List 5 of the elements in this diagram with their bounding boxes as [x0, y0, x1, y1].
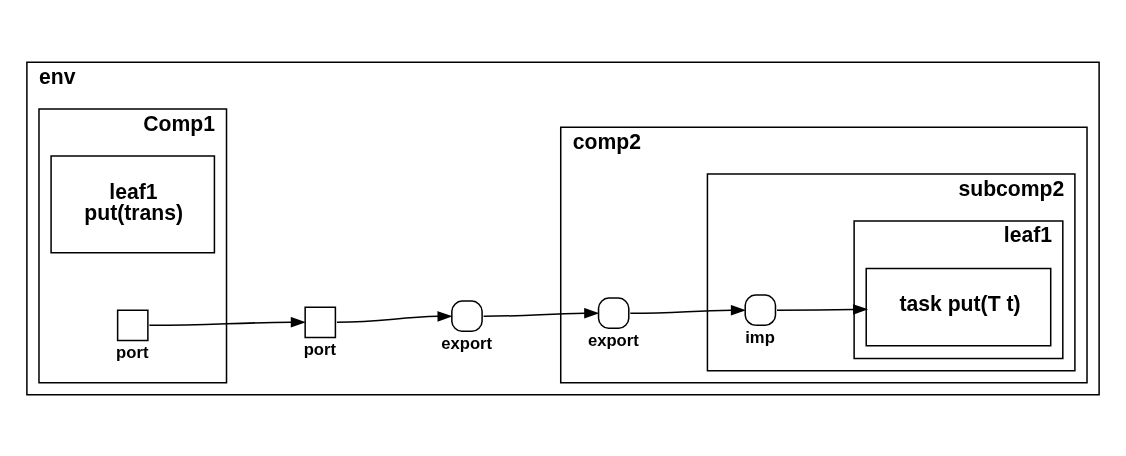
node-label: export [441, 333, 493, 353]
node-label: imp [745, 327, 775, 347]
node-label: port [303, 339, 336, 359]
node-label: export [587, 330, 639, 350]
node-label: port [116, 342, 149, 362]
